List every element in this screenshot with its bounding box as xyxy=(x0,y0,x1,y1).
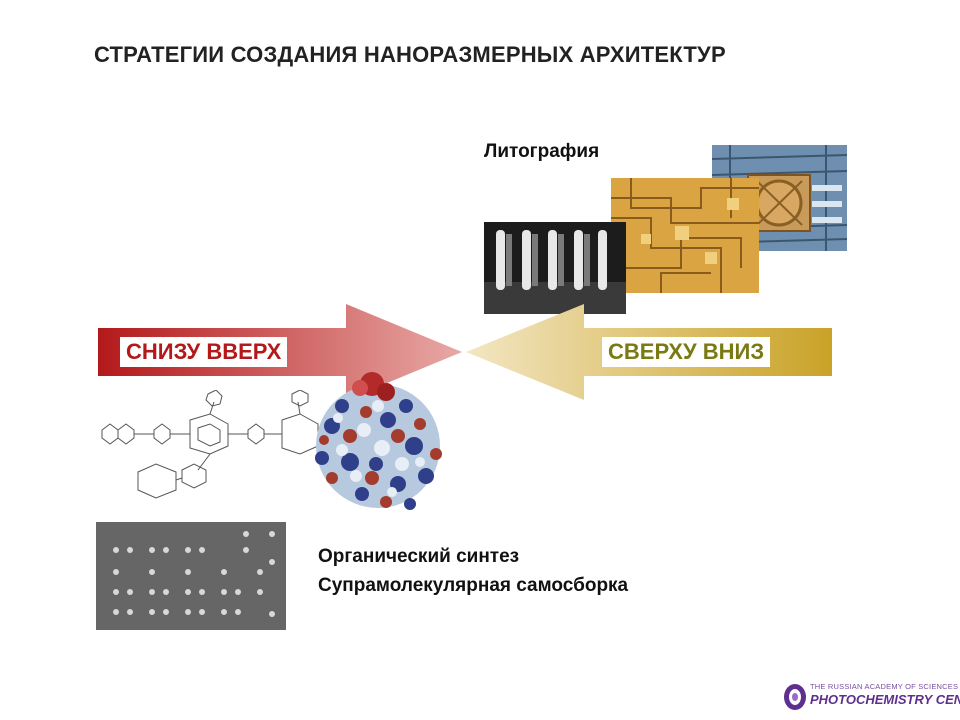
logo-name: PHOTOCHEMISTRY CENTER xyxy=(810,692,960,707)
chip-micrograph-image-gold xyxy=(611,178,759,293)
logo-emblem-icon xyxy=(784,684,806,710)
self-assembly-sem-image xyxy=(96,522,286,630)
logo-org-line: THE RUSSIAN ACADEMY OF SCIENCES xyxy=(810,682,959,691)
top-down-label: СВЕРХУ ВНИЗ xyxy=(602,337,771,367)
page-title: СТРАТЕГИИ СОЗДАНИЯ НАНОРАЗМЕРНЫХ АРХИТЕК… xyxy=(94,42,726,67)
photochemistry-center-logo: THE RUSSIAN ACADEMY OF SCIENCES PHOTOCHE… xyxy=(782,680,960,716)
protein-spacefill-model xyxy=(302,366,454,518)
supramolecular-caption: Супрамолекулярная самосборка xyxy=(318,575,629,596)
lithography-sem-image xyxy=(484,222,626,314)
porphyrin-structure-drawing xyxy=(98,390,328,505)
bottom-up-label: СНИЗУ ВВЕРХ xyxy=(120,337,288,367)
lithography-caption: Литография xyxy=(484,141,600,162)
organic-synthesis-caption: Органический синтез xyxy=(318,546,520,567)
